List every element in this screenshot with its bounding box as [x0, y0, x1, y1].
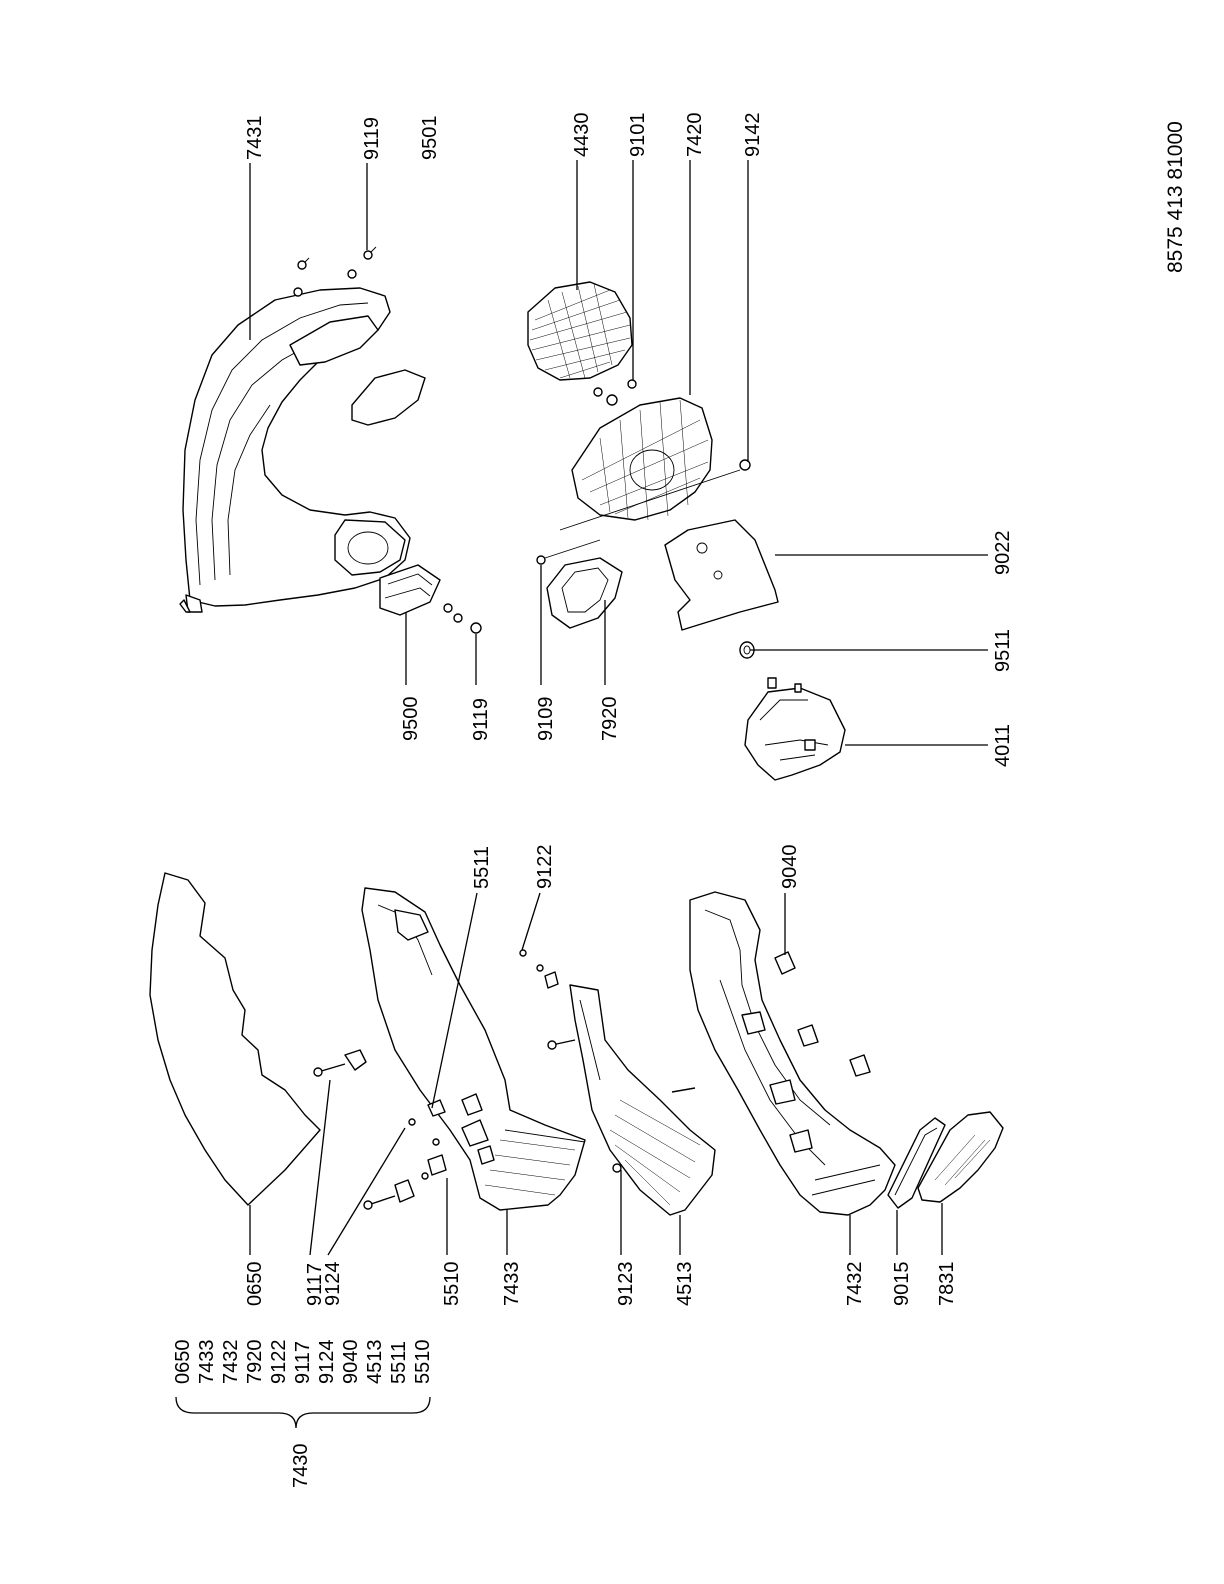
label-9123: 9123 — [615, 1262, 637, 1307]
label-7432: 7432 — [844, 1262, 866, 1307]
label-4513: 4513 — [674, 1262, 696, 1307]
part-4513-filter-grid — [519, 949, 716, 1216]
label-9022: 9022 — [992, 531, 1014, 576]
kit-member-9124: 9124 — [316, 1340, 338, 1385]
kit-label-7430: 7430 — [290, 1444, 312, 1489]
part-7831-lid — [917, 1111, 1004, 1203]
label-9119-top: 9119 — [361, 117, 383, 160]
part-9109-screw — [536, 539, 601, 565]
label-9122: 9122 — [534, 845, 556, 890]
label-9015: 9015 — [891, 1262, 913, 1307]
part-7432-duct-rear — [689, 891, 896, 1216]
part-7920-gasket — [546, 557, 623, 629]
part-9119-screws-lower — [443, 603, 482, 634]
kit-member-0650: 0650 — [172, 1340, 194, 1385]
label-9124: 9124 — [322, 1262, 344, 1307]
kit-member-9040: 9040 — [340, 1340, 362, 1385]
part-0650-insulation-sheet — [149, 872, 321, 1206]
part-7433-duct-front — [361, 887, 586, 1211]
label-7831: 7831 — [936, 1262, 958, 1307]
part-9015-seal-ring — [887, 1117, 946, 1209]
label-9511: 9511 — [992, 629, 1014, 672]
label-9040: 9040 — [779, 845, 801, 890]
leader-lines — [175, 160, 988, 1429]
kit-member-5510: 5510 — [412, 1340, 434, 1385]
label-9117: 9117 — [304, 1263, 326, 1306]
part-9500-duct-ring — [379, 564, 441, 616]
label-5511: 5511 — [471, 846, 493, 889]
part-labels: 7431 9119 9501 4430 9101 7420 9142 9500 … — [172, 113, 1187, 1489]
document-number: 8575 413 81000 — [1164, 121, 1187, 273]
label-0650: 0650 — [244, 1262, 266, 1307]
label-9500: 9500 — [400, 697, 422, 742]
label-7431: 7431 — [244, 116, 266, 161]
label-4011: 4011 — [992, 724, 1014, 767]
kit-member-5511: 5511 — [388, 1341, 410, 1384]
label-9101: 9101 — [627, 113, 649, 158]
kit-member-7432: 7432 — [220, 1340, 242, 1385]
part-9101-screws — [593, 379, 637, 406]
part-4430-fan-wheel — [527, 281, 633, 381]
label-7920: 7920 — [599, 697, 621, 742]
part-fasteners-upper — [313, 1049, 495, 1210]
kit-member-7433: 7433 — [196, 1340, 218, 1385]
part-7431-upper-duct — [179, 246, 426, 613]
label-5510: 5510 — [441, 1262, 463, 1307]
label-9119-bottom: 9119 — [470, 698, 492, 741]
kit-member-7920: 7920 — [244, 1340, 266, 1385]
label-7433: 7433 — [501, 1262, 523, 1307]
part-4011-control-module — [744, 677, 846, 781]
label-9142: 9142 — [742, 113, 764, 158]
part-9022-cover-plate — [664, 519, 779, 631]
kit-member-4513: 4513 — [364, 1340, 386, 1385]
kit-member-9122: 9122 — [268, 1340, 290, 1385]
kit-member-9117: 9117 — [292, 1341, 314, 1384]
label-9109: 9109 — [535, 697, 557, 742]
part-7420-motor-housing — [559, 397, 751, 531]
label-7420: 7420 — [684, 113, 706, 158]
label-9501: 9501 — [419, 116, 441, 161]
label-4430: 4430 — [571, 113, 593, 158]
